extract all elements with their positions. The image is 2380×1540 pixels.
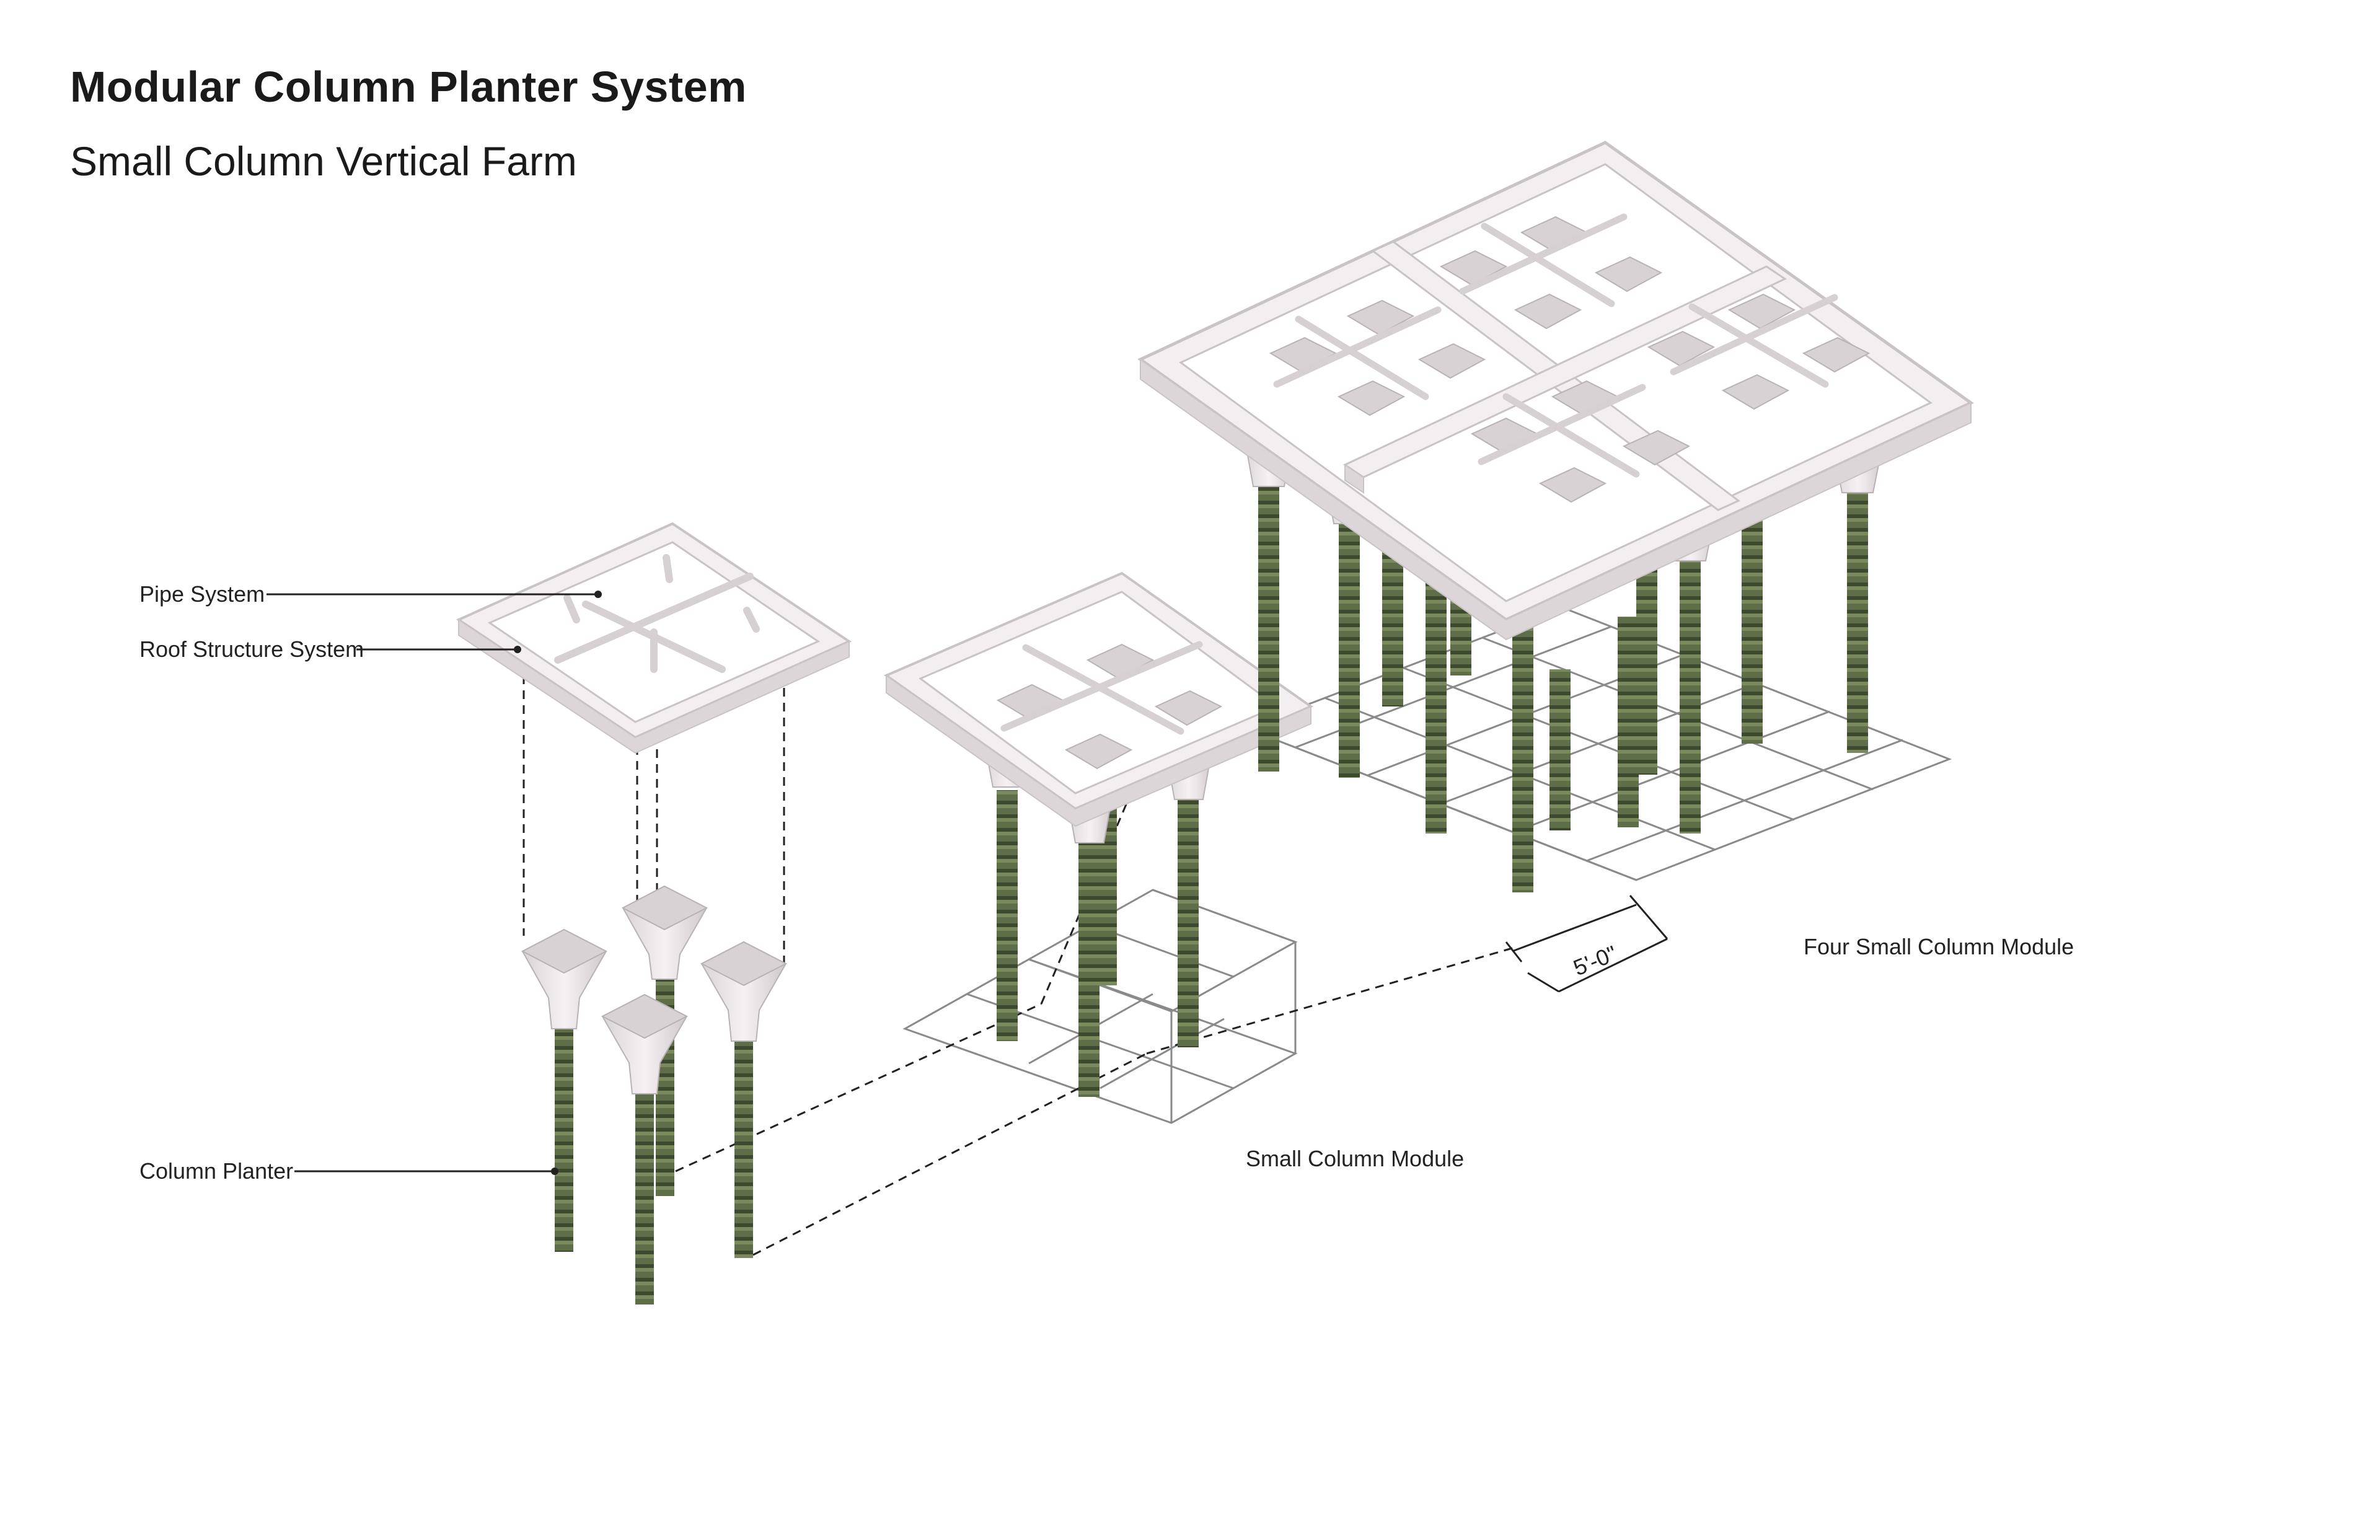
column-planter-exploded xyxy=(521,885,788,1305)
four-small-column-module xyxy=(1137,141,1974,892)
callout-roof-structure-system: Roof Structure System xyxy=(139,636,364,662)
callout-leaders xyxy=(267,593,598,1173)
callout-column-planter: Column Planter xyxy=(139,1158,293,1184)
page-subtitle: Small Column Vertical Farm xyxy=(70,138,577,184)
callout-dots xyxy=(514,591,602,1175)
label-four-small-column-module: Four Small Column Module xyxy=(1804,934,2074,959)
label-small-column-module: Small Column Module xyxy=(1246,1146,1464,1171)
roof-structure-exploded xyxy=(456,522,852,754)
page-title: Modular Column Planter System xyxy=(70,63,747,111)
callout-pipe-system: Pipe System xyxy=(139,581,265,607)
small-column-module xyxy=(883,571,1314,1097)
dimension-marker xyxy=(1505,895,1668,993)
pipe-system xyxy=(554,554,760,673)
